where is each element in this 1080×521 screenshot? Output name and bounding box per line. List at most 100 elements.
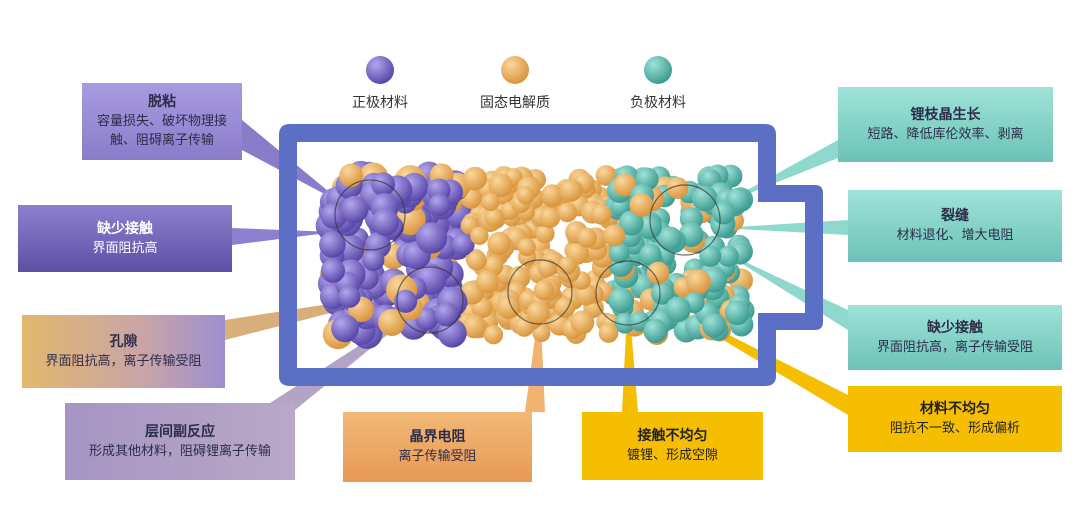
callout-box: 裂缝材料退化、增大电阻 — [848, 190, 1062, 262]
particle — [484, 207, 505, 228]
particle — [643, 319, 668, 343]
particle — [657, 226, 683, 252]
callout-title: 裂缝 — [941, 208, 969, 224]
particle — [603, 224, 626, 247]
particle — [487, 231, 511, 256]
particle — [614, 312, 635, 334]
particle — [415, 222, 448, 254]
particle — [428, 193, 451, 216]
callout-title: 层间副反应 — [145, 423, 215, 440]
particle — [331, 314, 359, 343]
callout-box: 接触不均匀镀锂、形成空隙 — [582, 412, 763, 480]
legend-label: 负极材料 — [630, 95, 686, 111]
particle — [541, 184, 563, 206]
particle — [476, 270, 499, 294]
legend-swatch — [644, 56, 672, 84]
particle — [533, 280, 555, 301]
callout-box: 脱粘容量损失、破坏物理接触、阻碍离子传输 — [82, 83, 242, 160]
callout-description: 容量损失、破坏物理接触、阻碍离子传输 — [96, 114, 227, 148]
callout-title: 接触不均匀 — [637, 428, 708, 444]
callout-box: 材料不均匀阻抗不一致、形成偏析 — [848, 386, 1062, 452]
callout-description: 界面阻抗高，离子传输受阻 — [876, 339, 1033, 355]
particle — [646, 261, 670, 285]
particle — [717, 245, 739, 267]
callout-description: 镀锂、形成空隙 — [626, 448, 718, 463]
legend-label: 固态电解质 — [480, 95, 550, 111]
particle — [608, 287, 635, 314]
callout-title: 锂枝晶生长 — [910, 106, 981, 123]
particle — [371, 208, 400, 236]
callout-title: 晶界电阻 — [409, 429, 466, 445]
callout-box: 孔隙界面阻抗高，离子传输受阻 — [22, 315, 225, 388]
highlight-rings — [334, 179, 721, 334]
particle — [537, 258, 557, 278]
callout-box: 缺少接触界面阻抗高，离子传输受阻 — [848, 305, 1062, 370]
particle — [701, 313, 727, 338]
particle — [470, 226, 489, 245]
particle — [539, 207, 561, 229]
highlight-ring — [649, 184, 721, 256]
particle — [496, 295, 521, 319]
particle — [481, 192, 500, 212]
particle — [371, 172, 396, 197]
callout-description: 离子传输受阻 — [398, 449, 477, 464]
particle — [488, 173, 513, 198]
particle — [590, 204, 612, 225]
legend-swatch — [501, 56, 529, 84]
particle — [451, 233, 475, 256]
highlight-ring — [396, 266, 464, 334]
particle — [554, 297, 576, 318]
particle — [595, 165, 617, 186]
particle — [686, 269, 711, 294]
particle — [463, 166, 487, 191]
particle — [570, 310, 595, 335]
callout-box: 缺少接触界面阻抗高 — [18, 205, 232, 272]
particle — [613, 173, 637, 197]
particle — [394, 289, 418, 313]
particle — [598, 323, 619, 343]
particle — [320, 202, 347, 229]
callout-title: 缺少接触 — [97, 220, 153, 237]
battery-frame — [279, 124, 823, 386]
particle — [712, 201, 736, 225]
particle — [462, 315, 486, 339]
particle — [557, 202, 578, 223]
particle — [526, 301, 550, 325]
particle — [466, 250, 487, 271]
callout-box: 层间副反应形成其他材料，阻碍锂离子传输 — [65, 403, 295, 480]
legend-swatch — [366, 56, 394, 84]
particle — [535, 224, 555, 244]
particle — [434, 302, 459, 327]
highlight-ring — [507, 259, 573, 325]
callout-box: 锂枝晶生长短路、降低库伦效率、剥离 — [838, 87, 1053, 162]
particle — [629, 193, 654, 217]
legend-label: 正极材料 — [352, 95, 408, 111]
particle — [618, 210, 644, 236]
callout-description: 阻抗不一致、形成偏析 — [889, 421, 1020, 436]
callout-title: 脱粘 — [148, 94, 176, 110]
particle — [320, 258, 345, 283]
particle — [341, 195, 369, 224]
particle — [339, 163, 363, 188]
particle — [532, 324, 551, 343]
particle — [666, 177, 689, 199]
particle — [338, 285, 361, 308]
particle — [378, 309, 406, 336]
callout-box: 晶界电阻离子传输受阻 — [343, 412, 532, 482]
callout-connector — [720, 140, 838, 205]
particle — [639, 243, 662, 266]
particle — [577, 227, 597, 248]
particle — [724, 300, 750, 326]
particle — [608, 242, 630, 264]
particle — [558, 256, 577, 275]
callout-description: 界面阻抗高 — [92, 240, 158, 256]
particle — [691, 185, 718, 212]
particle — [362, 249, 385, 271]
particle — [517, 238, 536, 257]
callout-title: 缺少接触 — [927, 319, 983, 336]
callout-title: 材料不均匀 — [920, 401, 990, 417]
particle — [319, 231, 346, 258]
callout-description: 短路、降低库伦效率、剥离 — [867, 126, 1024, 142]
callout-description: 材料退化、增大电阻 — [896, 228, 1014, 243]
